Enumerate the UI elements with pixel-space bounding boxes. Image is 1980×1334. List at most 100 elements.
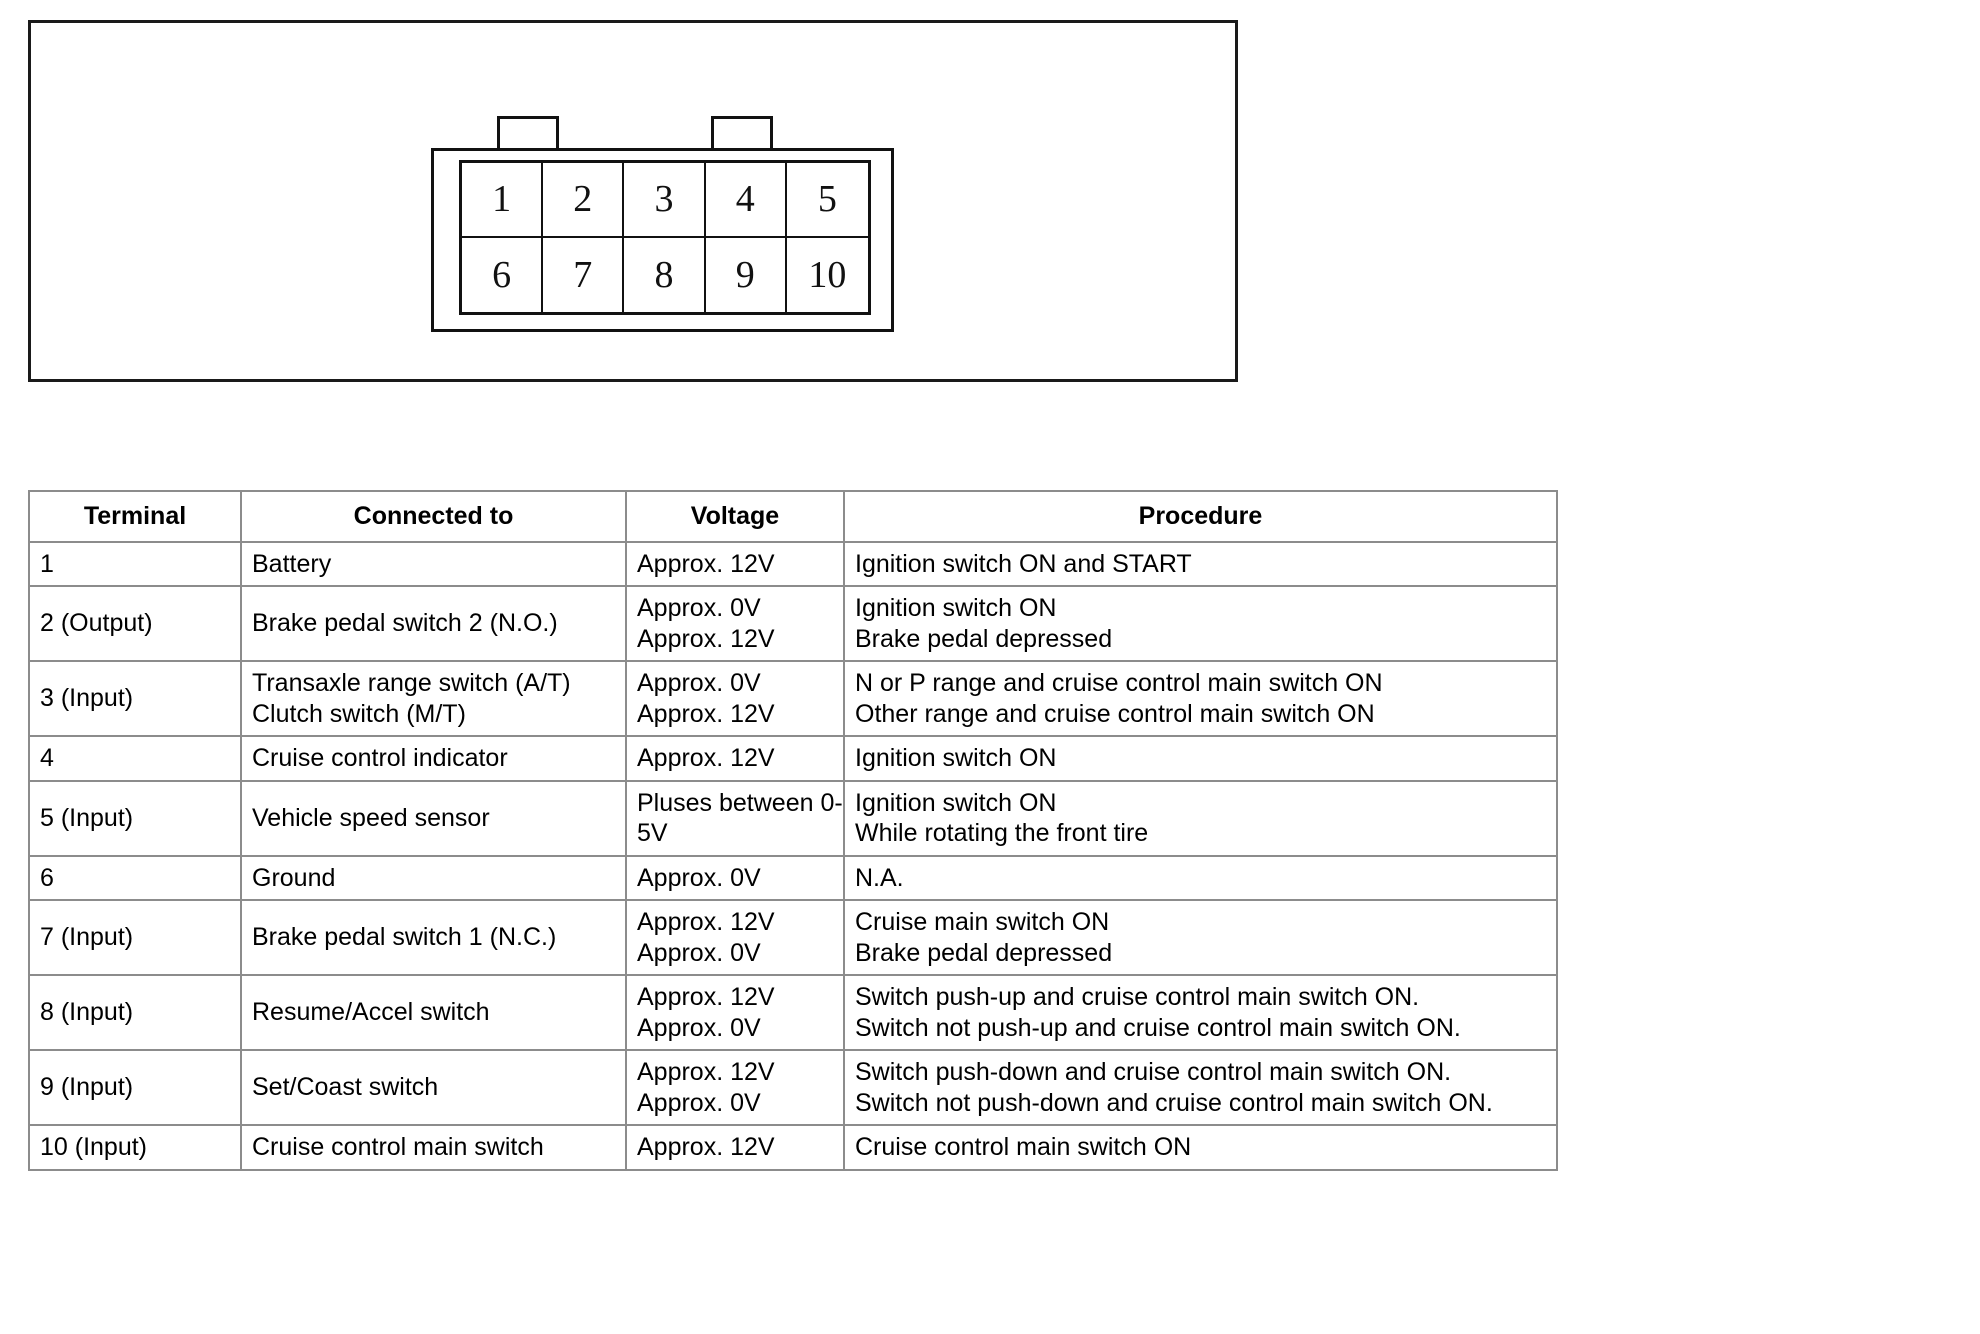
cell-terminal: 9 (Input) [28, 1049, 242, 1126]
table-row: 5 (Input) Vehicle speed sensor Pluses betw… [28, 779, 1558, 857]
cell-voltage: Approx. 12V [625, 540, 845, 587]
cell-terminal: 4 [28, 735, 242, 782]
pin-cell: 9 [706, 237, 787, 312]
pin-cell: 10 [808, 253, 847, 296]
cell-voltage-line: 5V [637, 819, 668, 847]
cell-terminal: 6 [28, 854, 242, 901]
cell-connected-to-line: Brake pedal switch 1 (N.C.) [252, 923, 557, 952]
cell-terminal: 2 (Output) [28, 585, 242, 662]
cell-terminal: 8 (Input) [28, 974, 242, 1051]
cell-connected-to: Transaxle range switch (A/T)Clutch switc… [240, 660, 627, 737]
cell-procedure-line: Switch push-down and cruise control main… [855, 1058, 1452, 1086]
cell-connected-to-line: Resume/Accel switch [252, 998, 490, 1027]
cell-terminal: 10 (Input) [28, 1124, 242, 1171]
table-row: 2 (Output) Brake pedal switch 2 (N.O.) App… [28, 585, 1558, 662]
cell-procedure-line: Ignition switch ON [855, 744, 1057, 772]
table-row: 10 (Input)Cruise control main switch Appr… [28, 1124, 1558, 1171]
table-row: 7 (Input) Brake pedal switch 1 (N.C.) Appr… [28, 899, 1558, 976]
terminal-specification-table: Terminal Connected to Voltage Procedure … [28, 490, 1558, 1171]
cell-voltage-line: Approx. 12V [637, 744, 775, 772]
pin-cell: 1 [462, 163, 544, 238]
connector-latch-tab-left-icon [497, 116, 559, 167]
connector-diagram-panel: 1 2 3 4 5 6 7 8 9 10 [28, 20, 1238, 382]
cell-voltage-line: Approx. 12V [637, 908, 775, 936]
cell-procedure: Switch push-up and cruise control main s… [843, 974, 1558, 1051]
cell-voltage-line: Approx. 12V [637, 1058, 775, 1086]
pin-cell: 7 [543, 237, 625, 312]
table-row: 3 (Input)Transaxle range switch (A/T)Clu… [28, 660, 1558, 737]
cell-connected-to-line: Battery [252, 549, 332, 578]
cell-connected-to-line: Brake pedal switch 2 (N.O.) [252, 609, 558, 638]
cell-procedure-line: Other range and cruise control main swit… [855, 699, 1375, 728]
cell-voltage: Approx. 0V [625, 854, 845, 901]
cell-procedure-line: N.A. [855, 863, 904, 892]
cell-connected-to-line: Ground [252, 863, 336, 892]
cell-procedure-line: Switch not push-up and cruise control ma… [855, 1013, 1461, 1042]
cell-procedure-line: Switch not push-down and cruise control … [855, 1088, 1493, 1117]
cell-voltage: Approx. 12V [625, 735, 845, 782]
cell-voltage-line: Approx. 0V [637, 938, 761, 967]
cell-connected-to: Cruise control main switch [240, 1124, 627, 1171]
pin-cell: 8 [624, 237, 706, 312]
cell-connected-to: Vehicle speed sensor [240, 779, 627, 857]
cell-procedure: Ignition switch ON [843, 735, 1558, 782]
pin-cell: 6 [462, 237, 544, 312]
latch-top-edge [497, 116, 559, 136]
connector-pin-grid: 1 2 3 4 5 6 7 8 9 10 [459, 160, 871, 315]
cell-terminal: 1 [28, 540, 242, 587]
cell-procedure-line: Ignition switch ON [855, 594, 1057, 622]
column-header-voltage: Voltage [625, 490, 845, 543]
cell-procedure: Ignition switch ON and START [843, 540, 1558, 587]
connector-latch-tab-right-icon [711, 116, 773, 167]
pin-cell: 3 [624, 163, 706, 238]
cell-connected-to: Battery [240, 540, 627, 587]
pin-cell: 5 [786, 163, 868, 238]
cell-voltage-line: Approx. 12V [637, 549, 775, 578]
latch-top-edge [711, 116, 773, 136]
cell-procedure-line: Switch push-up and cruise control main s… [855, 983, 1420, 1011]
cell-connected-to: Brake pedal switch 1 (N.C.) [240, 899, 627, 976]
cell-voltage-line: Approx. 0V [637, 669, 761, 697]
cell-procedure-line: Cruise main switch ON [855, 908, 1110, 936]
cell-connected-to-line: Transaxle range switch (A/T) [252, 669, 571, 697]
cell-connected-to: Set/Coast switch [240, 1049, 627, 1126]
column-header-terminal: Terminal [28, 490, 242, 543]
cell-connected-to-line: Clutch switch (M/T) [252, 699, 466, 728]
table-row: 6 Ground Approx. 0V N.A. [28, 854, 1558, 901]
cell-connected-to-line: Vehicle speed sensor [252, 803, 490, 832]
cell-terminal: 5 (Input) [28, 779, 242, 857]
cell-connected-to: Resume/Accel switch [240, 974, 627, 1051]
cell-terminal: 7 (Input) [28, 899, 242, 976]
table-row: 1 Battery Approx. 12V Ignition switch ON an… [28, 540, 1558, 587]
cell-procedure-line: Brake pedal depressed [855, 938, 1113, 967]
cell-voltage-line: Approx. 12V [637, 699, 775, 728]
column-header-procedure: Procedure [843, 490, 1558, 543]
cell-procedure-line: Ignition switch ON [855, 788, 1057, 817]
cell-voltage-line: Approx. 12V [637, 624, 775, 653]
pin-cell: 2 [543, 163, 625, 238]
cell-procedure-line: Brake pedal depressed [855, 624, 1113, 653]
cell-procedure: N.A. [843, 854, 1558, 901]
cell-procedure: Switch push-down and cruise control main… [843, 1049, 1558, 1126]
cell-procedure: Cruise control main switch ON [843, 1124, 1558, 1171]
cell-voltage-line: Approx. 12V [637, 1133, 775, 1161]
cell-connected-to: Ground [240, 854, 627, 901]
cell-connected-to: Brake pedal switch 2 (N.O.) [240, 585, 627, 662]
cell-connected-to: Cruise control indicator [240, 735, 627, 782]
cell-voltage-line: Approx. 0V [637, 1088, 761, 1117]
cell-terminal: 3 (Input) [28, 660, 242, 737]
cell-voltage-line: Approx. 12V [637, 983, 775, 1011]
cell-connected-to-line: Cruise control indicator [252, 744, 508, 772]
cell-voltage: Approx. 12V [625, 1124, 845, 1171]
cell-voltage: Pluses between 0-5V [625, 779, 845, 857]
connector-drawing: 1 2 3 4 5 6 7 8 9 10 [403, 100, 894, 334]
